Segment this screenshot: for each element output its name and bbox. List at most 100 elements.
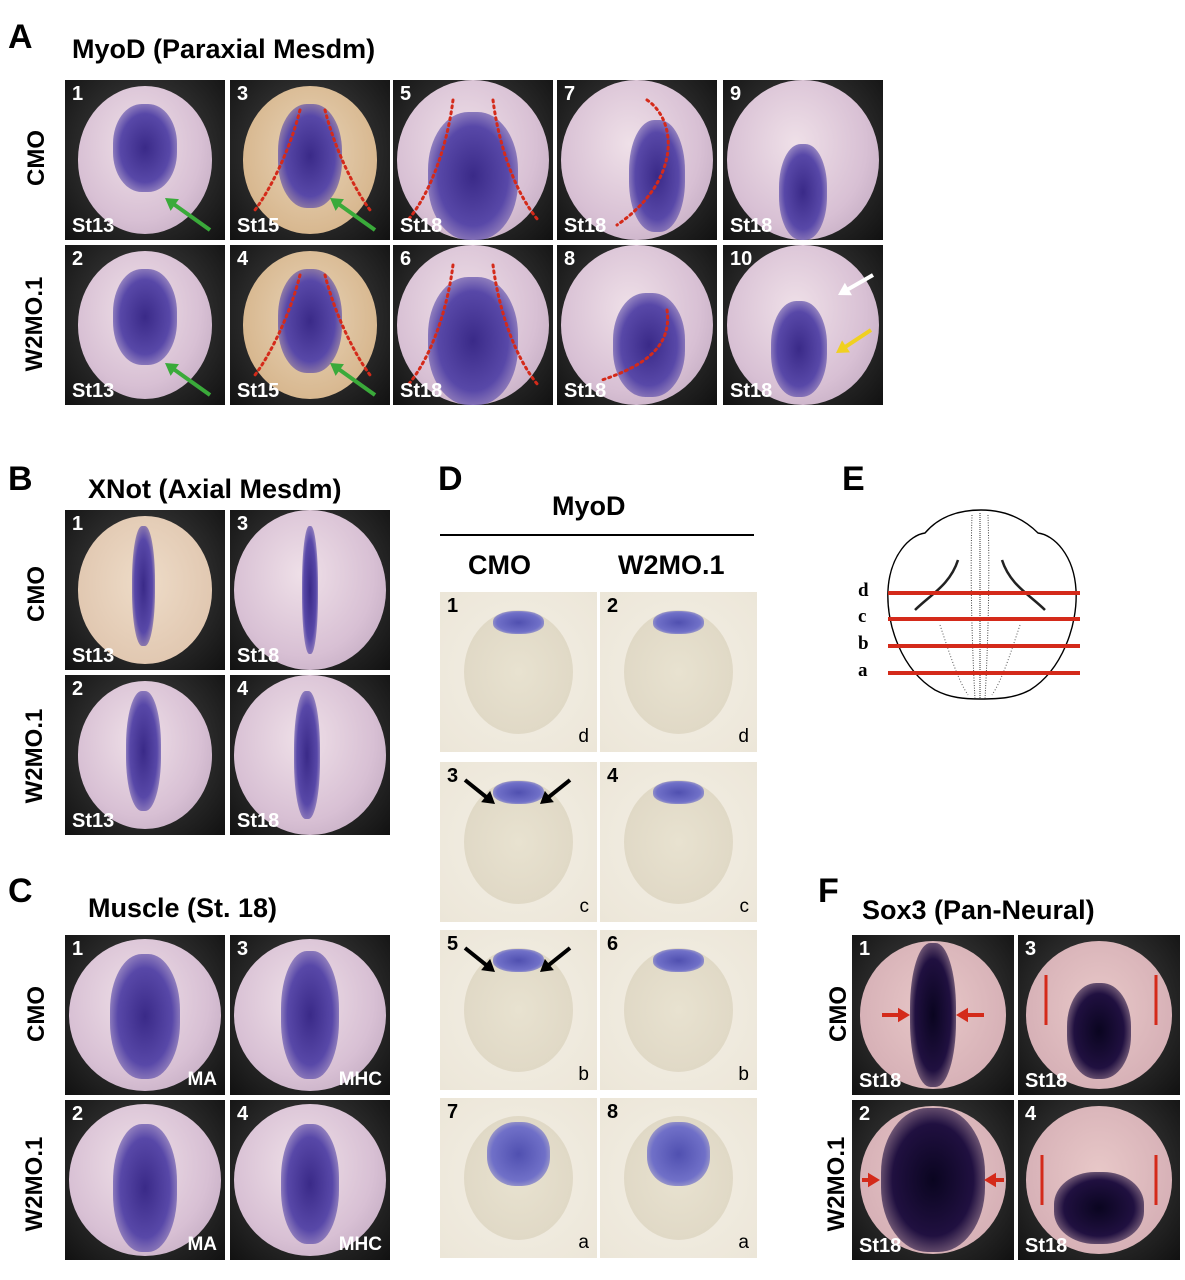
section-label-d: d xyxy=(858,580,869,601)
panel-c-title: Muscle (St. 18) xyxy=(88,893,278,923)
green-arrow-icon xyxy=(165,198,212,232)
image-number: 7 xyxy=(447,1101,459,1123)
stain-region xyxy=(613,293,685,397)
somite-dots-left xyxy=(939,624,969,696)
stain-region xyxy=(493,611,544,634)
stain-region xyxy=(428,277,518,405)
red-dotted-outline-right xyxy=(491,98,540,222)
tag-label: a xyxy=(578,1232,589,1253)
black-arrow-icon xyxy=(540,778,572,804)
panel-d-col-label-cmo: CMO xyxy=(468,550,531,580)
stain-region xyxy=(653,611,704,634)
somite-stripe-right xyxy=(1000,559,1046,611)
panel-e-diagram xyxy=(887,509,1080,700)
stain-region xyxy=(771,301,827,397)
image-number: 8 xyxy=(564,248,576,270)
red-dotted-outline-left xyxy=(406,263,455,387)
tag-label: d xyxy=(738,726,749,747)
tag-label: d xyxy=(578,726,589,747)
panel-d-title: MyoD xyxy=(552,491,626,521)
stain-region xyxy=(113,1124,177,1252)
red-dotted-outline-left xyxy=(406,98,455,222)
red-bar-marker xyxy=(1040,1155,1044,1205)
tag-label: MA xyxy=(187,1069,217,1090)
image-number: 1 xyxy=(72,83,84,105)
stain-region xyxy=(493,781,544,804)
panel-a-letter: A xyxy=(8,18,33,56)
stage-label: St18 xyxy=(1025,1235,1068,1257)
stage-label: St13 xyxy=(72,215,115,237)
image-number: 2 xyxy=(72,1103,84,1125)
stain-region xyxy=(1053,1172,1145,1244)
red-bar-marker xyxy=(1044,975,1048,1025)
image-number: 1 xyxy=(72,938,84,960)
black-arrow-icon xyxy=(463,778,495,804)
image-number: 4 xyxy=(237,1103,249,1125)
panel-a-title: MyoD (Paraxial Mesdm) xyxy=(72,34,376,64)
stain-region xyxy=(109,954,181,1079)
image-number: 6 xyxy=(607,933,619,955)
panel-c-row-label-cmo: CMO xyxy=(23,986,50,1042)
stage-label: St15 xyxy=(237,215,280,237)
image-number: 5 xyxy=(447,933,459,955)
stage-label: St18 xyxy=(859,1235,902,1257)
green-arrow-icon xyxy=(165,363,212,397)
tag-label: c xyxy=(579,896,590,917)
panel-a-row-label-w2mo: W2MO.1 xyxy=(21,276,48,372)
stain-region xyxy=(294,691,320,819)
section-label-a: a xyxy=(858,660,868,681)
stain-region xyxy=(113,104,177,192)
image-number: 3 xyxy=(1025,938,1037,960)
stage-label: St18 xyxy=(1025,1070,1068,1092)
stain-region xyxy=(281,951,339,1079)
stage-label: St18 xyxy=(859,1070,902,1092)
stage-label: St18 xyxy=(237,810,280,832)
stain-region xyxy=(629,120,685,232)
red-bar-marker xyxy=(1154,975,1158,1025)
stain-region xyxy=(1066,983,1132,1079)
red-dotted-outline-right xyxy=(323,108,372,212)
section-label-b: b xyxy=(858,633,869,654)
embryo-outline xyxy=(887,509,1077,700)
stain-region xyxy=(132,526,155,646)
green-arrow-icon xyxy=(330,198,377,232)
red-dotted-outline xyxy=(615,98,670,227)
tag-label: b xyxy=(578,1064,589,1085)
image-number: 2 xyxy=(72,248,84,270)
yellow-arrow-icon xyxy=(836,328,873,353)
image-number: 9 xyxy=(730,83,742,105)
stain-region xyxy=(653,949,704,972)
green-arrow-icon xyxy=(330,363,377,397)
stage-label: St18 xyxy=(400,215,443,237)
image-number: 1 xyxy=(72,513,84,535)
somite-stripe-left xyxy=(914,559,960,611)
image-number: 3 xyxy=(237,513,249,535)
stain-region xyxy=(278,269,342,373)
tag-label: b xyxy=(738,1064,749,1085)
white-arrow-icon xyxy=(838,273,874,296)
tag-label: MHC xyxy=(338,1234,382,1255)
red-dotted-outline-left xyxy=(253,273,302,377)
image-number: 2 xyxy=(72,678,84,700)
image-number: 2 xyxy=(607,595,619,617)
stain-region xyxy=(653,781,704,804)
tag-label: MHC xyxy=(338,1069,382,1090)
panel-a-row-label-cmo: CMO xyxy=(23,130,50,186)
stain-region xyxy=(281,1124,339,1244)
